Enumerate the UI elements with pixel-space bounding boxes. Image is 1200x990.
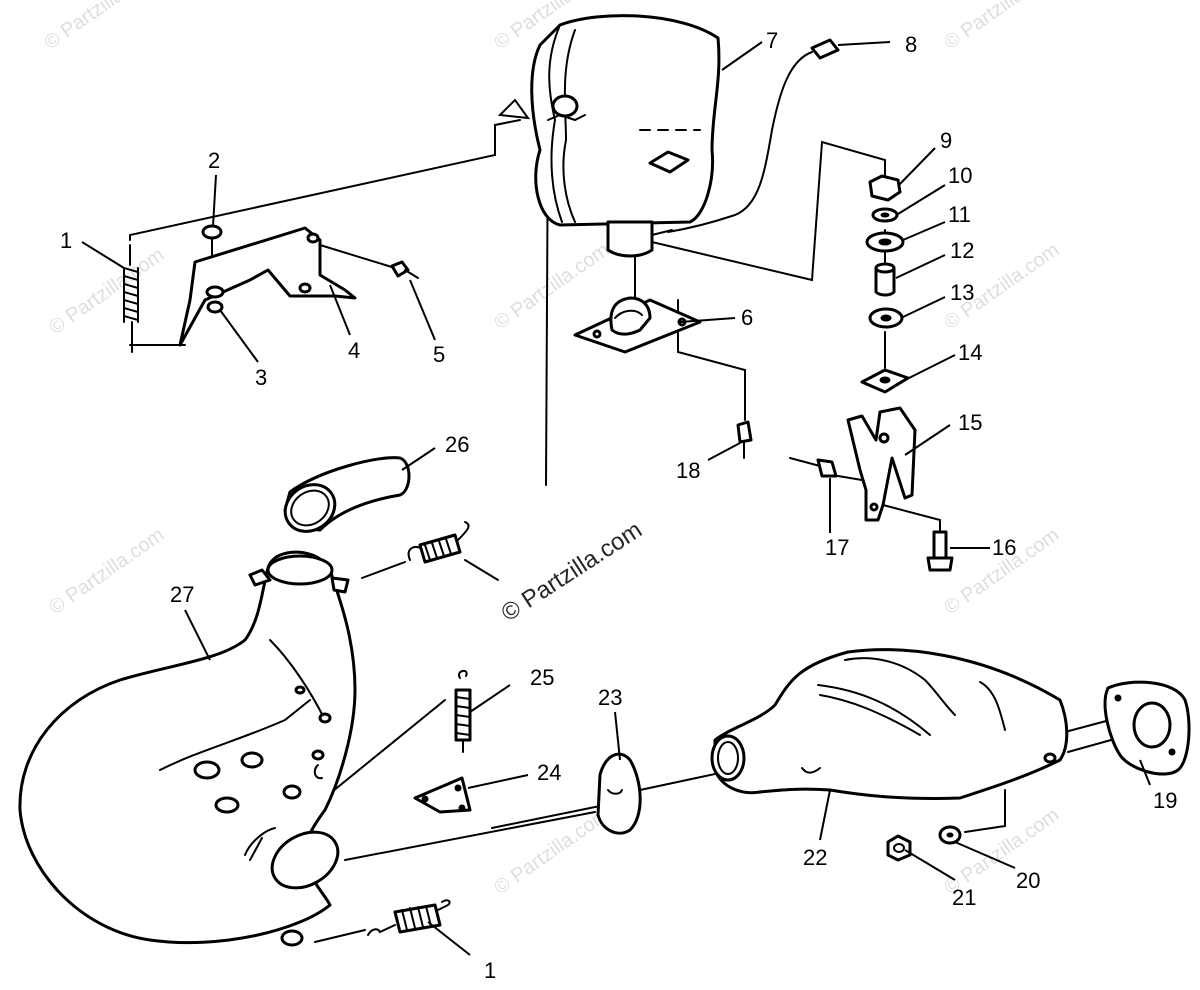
callout-25: 25 xyxy=(530,665,554,690)
watermark: © Partzilla.com xyxy=(490,804,613,899)
spring-bottom xyxy=(367,899,451,936)
assembly-lines xyxy=(129,119,1166,943)
callout-17: 17 xyxy=(825,535,849,560)
callout-14: 14 xyxy=(958,340,982,365)
callout-11: 11 xyxy=(948,202,971,227)
callout-8: 8 xyxy=(905,32,917,57)
callout-10: 10 xyxy=(948,163,972,188)
gasket xyxy=(1103,680,1191,776)
spring-25 xyxy=(454,670,472,753)
clip xyxy=(319,244,419,279)
bracket-15 xyxy=(846,406,917,522)
callout-26: 26 xyxy=(445,432,469,457)
seal-ring xyxy=(596,752,642,835)
bolt-17 xyxy=(789,457,838,478)
callout-22: 22 xyxy=(803,845,827,870)
bolt-16 xyxy=(926,530,954,572)
muffler xyxy=(497,14,721,258)
nut-21 xyxy=(886,834,912,862)
watermark-main: © Partzilla.com xyxy=(497,516,647,627)
watermark: © Partzilla.com xyxy=(45,524,168,619)
callout-1-bottom: 1 xyxy=(484,958,496,983)
coupler-tube xyxy=(283,456,411,533)
callout-15: 15 xyxy=(958,410,982,435)
callout-23: 23 xyxy=(598,685,622,710)
callout-19: 19 xyxy=(1153,788,1177,813)
mount-plate xyxy=(573,296,702,354)
callout-9: 9 xyxy=(940,128,952,153)
watermark: © Partzilla.com xyxy=(40,0,163,54)
callout-6: 6 xyxy=(741,305,753,330)
watermark: © Partzilla.com xyxy=(490,239,613,334)
callout-5: 5 xyxy=(433,342,445,367)
callout-13: 13 xyxy=(950,280,974,305)
expansion-chamber xyxy=(18,550,357,947)
callout-16: 16 xyxy=(992,535,1016,560)
spring-top-left xyxy=(123,244,139,353)
callout-18: 18 xyxy=(676,458,700,483)
callout-24: 24 xyxy=(537,760,561,785)
leader-lines xyxy=(81,41,1151,956)
callout-4: 4 xyxy=(348,338,360,363)
hardware-stack xyxy=(860,174,910,394)
callout-3: 3 xyxy=(255,365,267,390)
callout-2: 2 xyxy=(208,148,220,173)
callout-7: 7 xyxy=(766,28,778,53)
callout-12: 12 xyxy=(950,238,974,263)
exhaust-manifold xyxy=(710,648,1069,800)
callouts: 1 2 3 4 5 6 7 8 9 10 11 12 13 14 15 16 1… xyxy=(60,28,1177,983)
callout-20: 20 xyxy=(1016,868,1040,893)
callout-27: 27 xyxy=(170,582,194,607)
plate-24 xyxy=(413,776,472,814)
callout-21: 21 xyxy=(952,885,976,910)
bracket-assembly xyxy=(178,226,357,347)
watermark: © Partzilla.com xyxy=(940,0,1063,54)
rivet-small xyxy=(736,420,753,459)
spring-upper-right xyxy=(407,521,499,581)
washer-20 xyxy=(938,825,962,845)
callout-1-top: 1 xyxy=(60,228,72,253)
sensor xyxy=(667,38,891,233)
